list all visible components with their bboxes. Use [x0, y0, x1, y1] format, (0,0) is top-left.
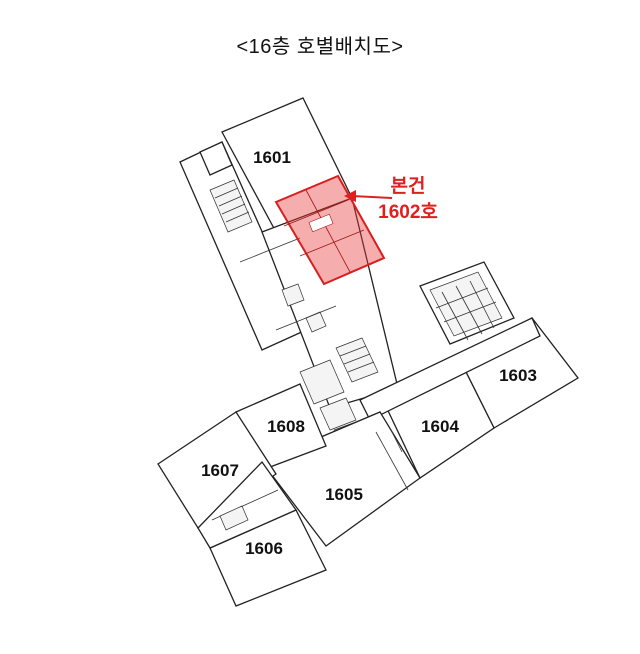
shaft-5 — [219, 505, 249, 531]
shaft-3 — [319, 397, 357, 431]
callout: 본건 1602호 — [344, 175, 438, 223]
unit-label-1601[interactable]: 1601 — [253, 148, 291, 167]
toilet-block — [299, 359, 345, 405]
unit-label-1603[interactable]: 1603 — [499, 366, 537, 385]
unit-1602-highlight[interactable] — [274, 174, 386, 286]
north-wing — [179, 97, 399, 449]
page-title: <16층 호별배치도> — [236, 36, 404, 58]
unit-label-1607[interactable]: 1607 — [201, 461, 239, 480]
unit-label-1608[interactable]: 1608 — [267, 417, 305, 436]
unit-label-1606[interactable]: 1606 — [245, 539, 283, 558]
unit-label-1605[interactable]: 1605 — [325, 485, 363, 504]
arrow-left-icon — [344, 190, 356, 202]
south-wing — [157, 317, 579, 607]
stair-west — [209, 179, 253, 233]
unit-1607-outline — [157, 411, 277, 529]
atrium — [419, 261, 515, 345]
unit-label-1604[interactable]: 1604 — [421, 417, 459, 436]
unit-1602[interactable] — [274, 174, 386, 286]
west-lobby — [197, 460, 297, 549]
shaft-1 — [281, 283, 305, 307]
callout-line1: 본건 — [391, 175, 426, 197]
north-room — [199, 141, 233, 176]
unit-labels: 1601 1603 1604 1605 1606 1607 1608 — [201, 148, 537, 558]
south-corridor — [359, 317, 541, 421]
stair-core — [335, 337, 379, 383]
callout-line2: 1602호 — [378, 201, 438, 223]
